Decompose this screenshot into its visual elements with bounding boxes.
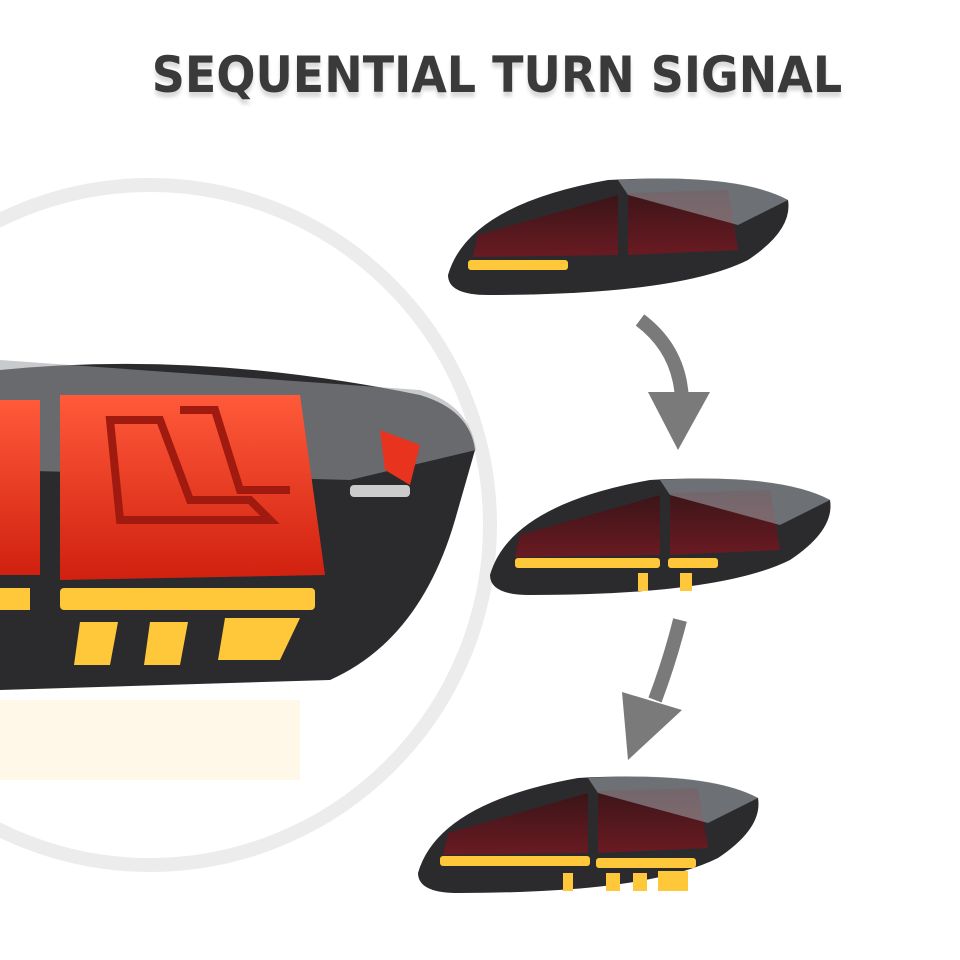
- arrow-down-icon: [622, 618, 687, 760]
- tail-light-step-3: [418, 776, 759, 893]
- large-tail-light: [0, 360, 476, 780]
- tail-light-step-2: [490, 478, 831, 595]
- arrow-down-icon: [635, 314, 710, 450]
- tail-light-step-1: [448, 178, 789, 295]
- background-ring: [0, 178, 497, 872]
- page-title: SEQUENTIAL TURN SIGNAL: [151, 46, 843, 104]
